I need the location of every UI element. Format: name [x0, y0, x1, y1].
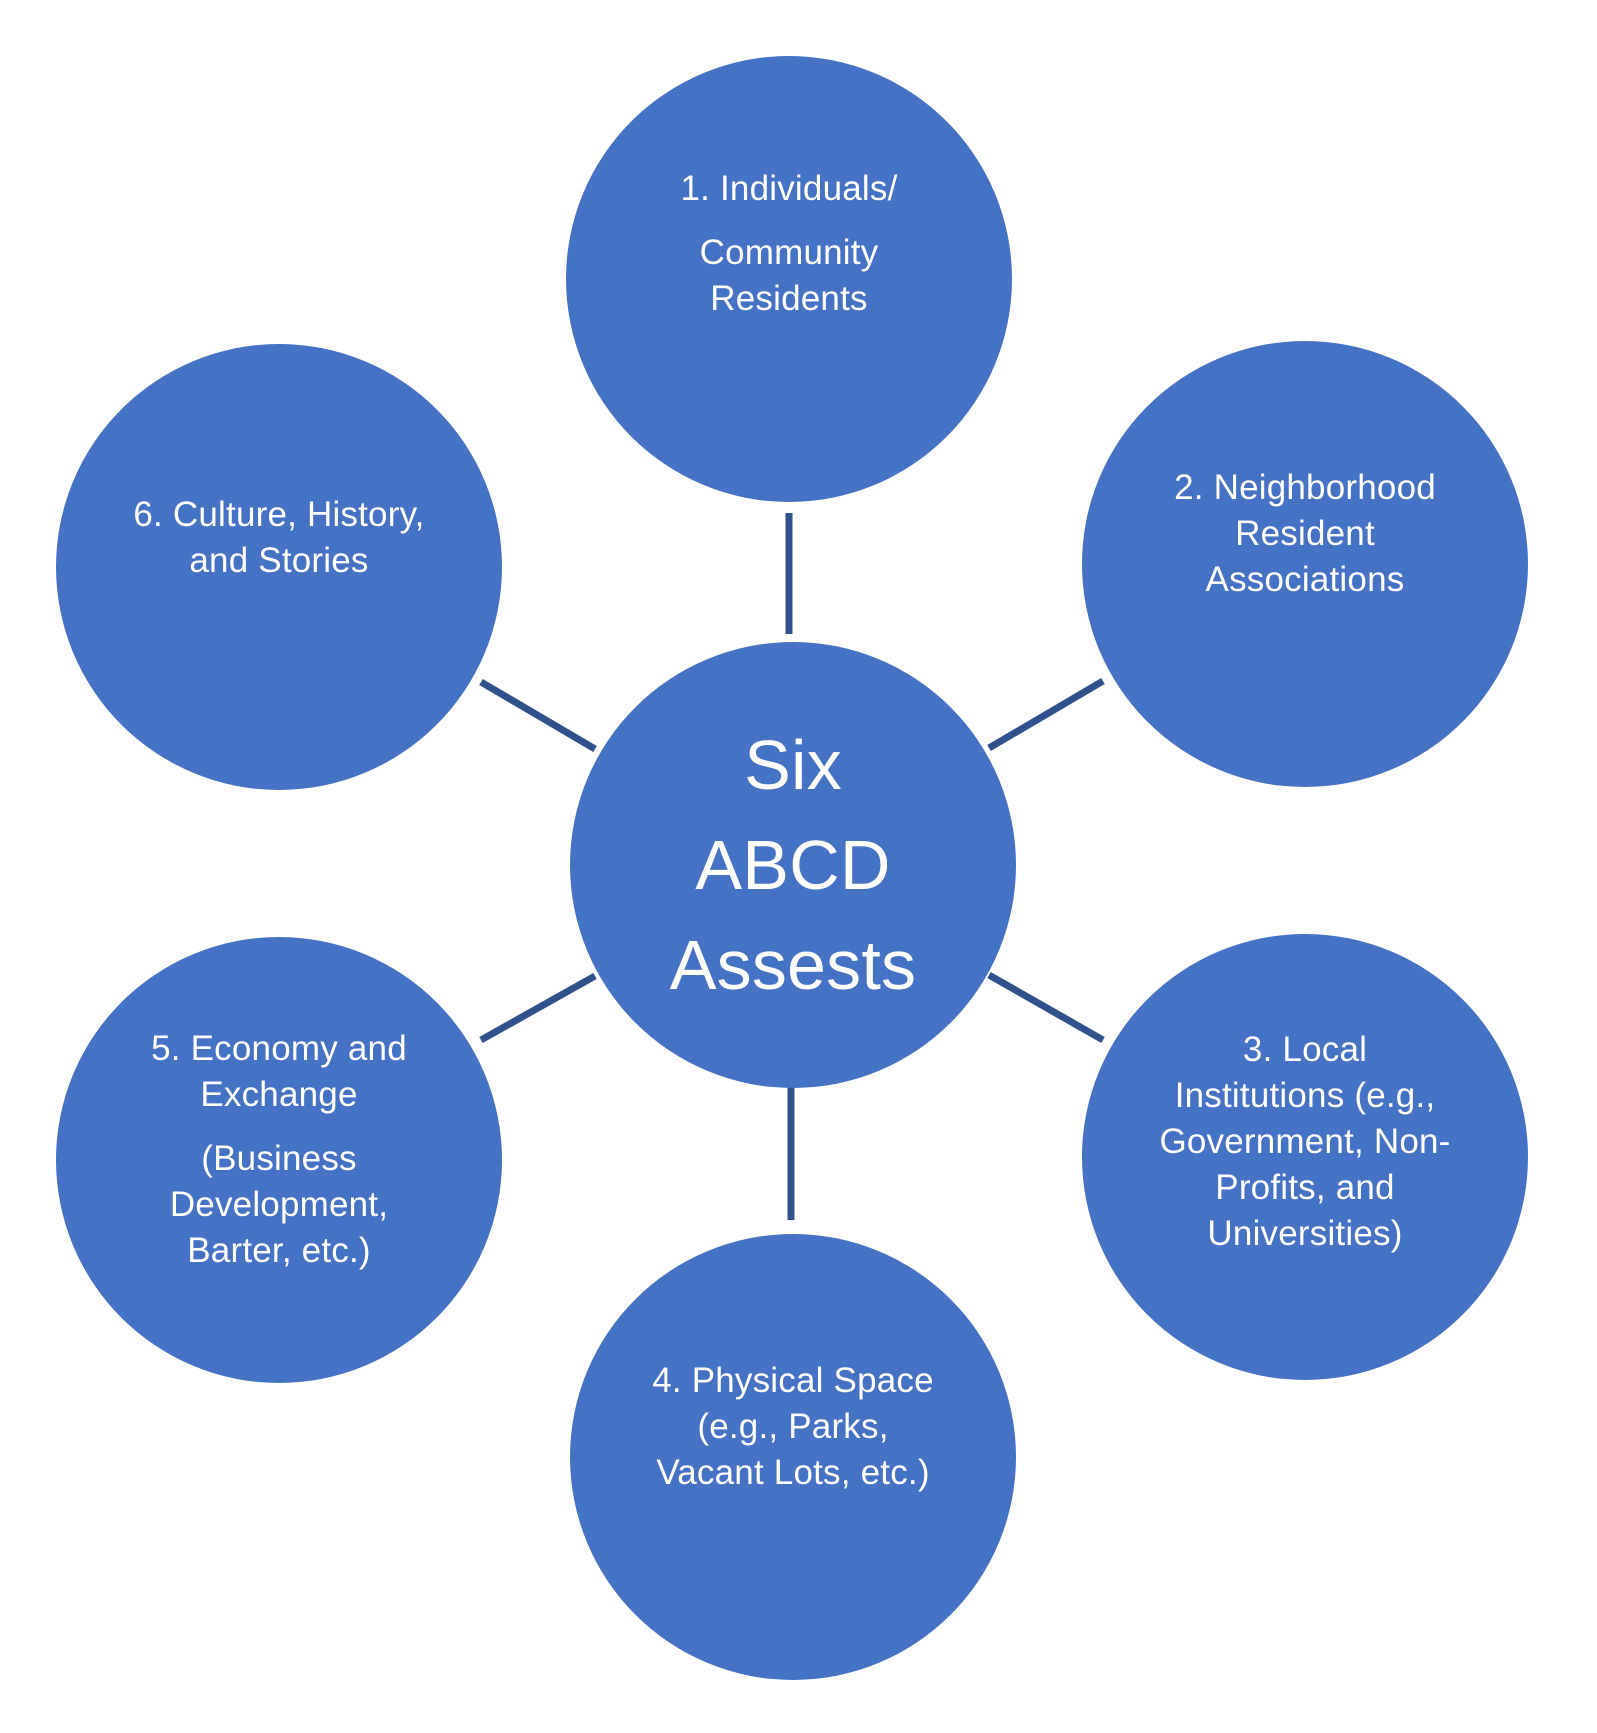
asset-node-individuals: 1. Individuals/ Community Residents — [566, 56, 1012, 502]
asset-label-line: Exchange — [200, 1075, 358, 1114]
asset-label-line: (e.g., Parks, — [697, 1407, 889, 1446]
asset-label-line: Profits, and — [1215, 1168, 1395, 1207]
asset-node-economy-exchange: 5. Economy and Exchange (Business Develo… — [56, 937, 502, 1383]
asset-node-local-institutions: 3. Local Institutions (e.g., Government,… — [1082, 934, 1528, 1380]
asset-label-line: Development, — [169, 1185, 389, 1224]
asset-label-line: (Business — [201, 1139, 357, 1178]
asset-label-line: Universities) — [1207, 1214, 1403, 1253]
center-label-line: Assests — [669, 926, 917, 1004]
asset-label-line: Resident — [1235, 514, 1375, 553]
connector-6 — [479, 678, 597, 753]
connector-2 — [987, 677, 1105, 752]
center-label-line: ABCD — [695, 826, 891, 904]
asset-label-line: Government, Non- — [1159, 1122, 1451, 1161]
asset-label-line: and Stories — [189, 541, 369, 580]
asset-label-line: Residents — [710, 279, 868, 318]
asset-node-neighborhood-associations: 2. Neighborhood Resident Associations — [1082, 341, 1528, 787]
connector-5 — [479, 972, 597, 1044]
asset-label-line: Institutions (e.g., — [1174, 1076, 1436, 1115]
asset-label-line: 4. Physical Space — [652, 1361, 934, 1400]
asset-label-line: 3. Local — [1242, 1030, 1368, 1069]
asset-label-line: 1. Individuals/ — [680, 169, 898, 208]
asset-label-line: Community — [699, 233, 879, 272]
asset-label-line: 2. Neighborhood — [1174, 468, 1436, 507]
asset-label-line: Vacant Lots, etc.) — [656, 1453, 930, 1492]
asset-node-culture-history: 6. Culture, History, and Stories — [56, 344, 502, 790]
center-node-six-abcd-assets: Six ABCD Assests — [570, 642, 1016, 1088]
asset-node-physical-space: 4. Physical Space (e.g., Parks, Vacant L… — [570, 1234, 1016, 1680]
connector-3 — [987, 971, 1105, 1044]
asset-label-line: 6. Culture, History, — [133, 495, 425, 534]
asset-label-line: Associations — [1205, 560, 1405, 599]
center-label-line: Six — [744, 726, 842, 804]
asset-label-line: 5. Economy and — [151, 1029, 407, 1068]
asset-label-line: Barter, etc.) — [187, 1231, 371, 1270]
